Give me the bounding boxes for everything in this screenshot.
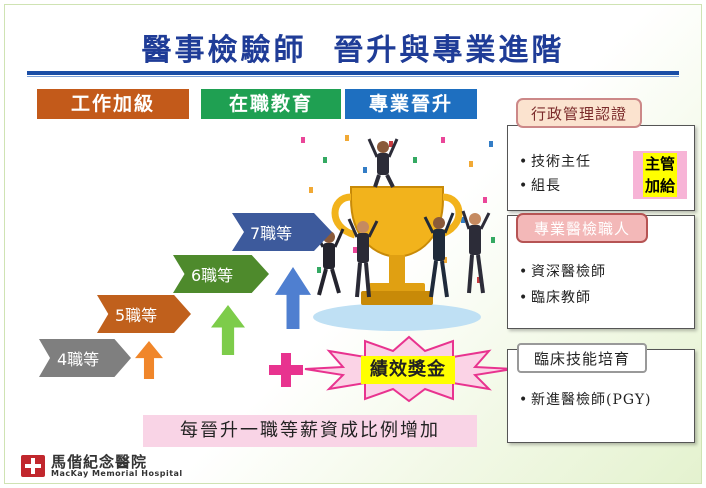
celebrating-person-mid-left [347,218,379,298]
list-item: •臨床教師 [519,290,591,306]
tag-professional-promotion: 專業晉升 [345,89,477,119]
grade-step-6: 6職等 [173,255,269,293]
podium-shadow [313,303,481,331]
trophy-icon [331,186,463,305]
tag-work-grade: 工作加級 [37,89,189,119]
list-item: •組長 [519,178,561,194]
page-title: 醫事檢驗師 晉升與專業進階 [141,33,565,68]
list-item-text: 新進醫檢師(PGY) [531,392,652,408]
hospital-cross-icon [21,455,45,477]
up-arrow-icon-orange [135,341,163,379]
manager-allowance-line2: 加給 [642,175,677,197]
manager-allowance-badge: 主管 加給 [633,151,687,199]
grade-step-5: 5職等 [97,295,191,333]
logo-english-name: MacKay Memorial Hospital [51,469,183,478]
grade-step-7: 7職等 [232,213,332,251]
plus-icon [269,353,303,387]
title-underline-thin [27,76,679,77]
manager-allowance-line1: 主管 [642,153,677,175]
up-arrow-icon-green [211,305,245,355]
grade-step-6-label: 6職等 [191,266,234,285]
list-item: •資深醫檢師 [519,264,606,280]
slide: 醫事檢驗師 晉升與專業進階 工作加級 在職教育 專業晉升 [4,4,702,484]
panel-admin-management-title: 行政管理認證 [516,98,642,128]
trophy-illustration [301,135,495,331]
list-item: •新進醫檢師(PGY) [519,392,652,408]
celebrating-person-right [461,210,491,294]
celebrating-person-mid-right [423,212,455,298]
list-item-text: 組長 [531,178,561,194]
panel-clinical-skill-title: 臨床技能培育 [517,343,647,373]
grade-step-4-label: 4職等 [57,350,100,369]
grade-step-5-label: 5職等 [115,306,158,325]
performance-bonus-label: 績效獎金 [361,356,455,384]
grade-step-7-label: 7職等 [250,224,293,243]
celebrating-person-top [367,138,399,188]
list-item-text: 臨床教師 [531,290,591,306]
panel-professional-expert-title: 專業醫檢職人 [516,213,648,243]
logo-chinese-name: 馬偕紀念醫院 [51,453,148,471]
hospital-logo: 馬偕紀念醫院 MacKay Memorial Hospital [13,453,213,479]
grade-step-4: 4職等 [39,339,131,377]
footer-salary-note: 每晉升一職等薪資成比例增加 [143,415,477,447]
tag-in-service-education: 在職教育 [201,89,341,119]
list-item-text: 技術主任 [531,154,591,170]
list-item-text: 資深醫檢師 [531,264,606,280]
list-item: •技術主任 [519,154,591,170]
title-underline [27,71,679,75]
